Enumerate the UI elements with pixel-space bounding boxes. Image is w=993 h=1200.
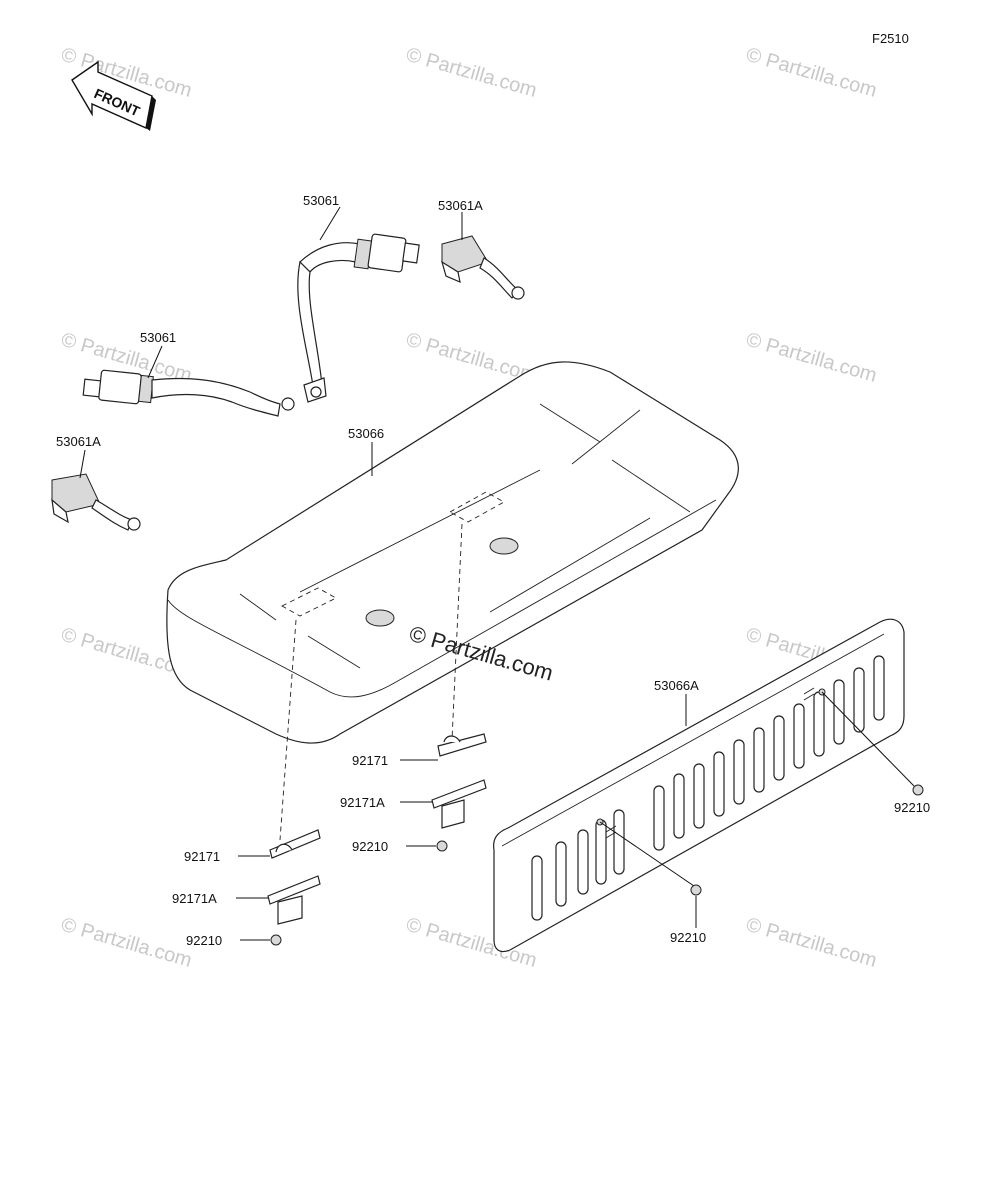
label-belt-upper: 53061 (303, 193, 339, 208)
seat-belt-left (82, 369, 295, 417)
label-buckle-left: 53061A (56, 434, 101, 449)
plate-center (431, 779, 487, 829)
buckle-left (51, 473, 141, 531)
label-bracket-center: 92171 (352, 753, 388, 768)
nut-center (436, 840, 448, 852)
nut-left (270, 934, 282, 946)
back-panel (493, 618, 905, 953)
plate-left (267, 875, 321, 925)
panel-slots (531, 655, 885, 921)
watermark: © Partzilla.com (744, 914, 880, 972)
bracket-center (437, 733, 487, 757)
buckle-upper (440, 235, 525, 300)
label-nut-panel-right: 92210 (894, 800, 930, 815)
label-buckle-upper: 53061A (438, 198, 483, 213)
label-nut-panel-center: 92210 (670, 930, 706, 945)
nut-panel-center (690, 884, 702, 896)
label-nut-center: 92210 (352, 839, 388, 854)
bracket-left (269, 829, 321, 859)
nut-panel-right (912, 784, 924, 796)
diagram-code: F2510 (872, 31, 909, 46)
label-seat: 53066 (348, 426, 384, 441)
watermark: © Partzilla.com (404, 44, 540, 102)
label-back-panel: 53066A (654, 678, 699, 693)
label-plate-left: 92171A (172, 891, 217, 906)
seat-belt-upper (297, 233, 420, 403)
watermark: © Partzilla.com (744, 329, 880, 387)
label-belt-left: 53061 (140, 330, 176, 345)
label-nut-left: 92210 (186, 933, 222, 948)
seat-cushion (166, 361, 739, 744)
label-bracket-left: 92171 (184, 849, 220, 864)
watermark: © Partzilla.com (59, 914, 195, 972)
label-plate-center: 92171A (340, 795, 385, 810)
watermark: © Partzilla.com (744, 44, 880, 102)
